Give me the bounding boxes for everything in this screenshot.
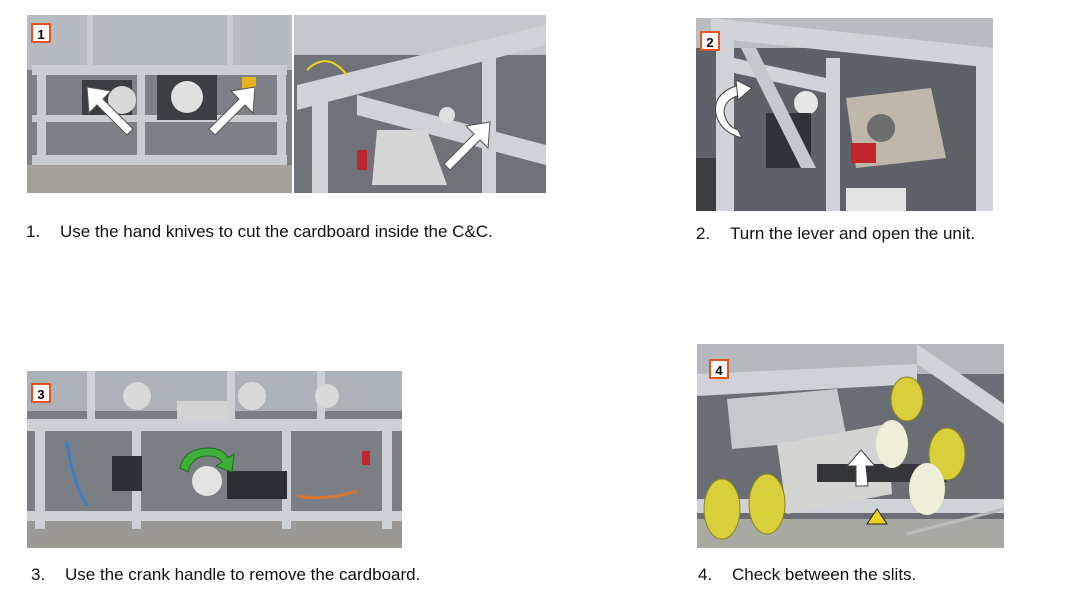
step-2-caption: 2. Turn the lever and open the unit. [696,224,975,244]
step-4-caption: 4. Check between the slits. [698,565,916,585]
step-4-badge: 4 [709,359,729,379]
step-2-text: Turn the lever and open the unit. [730,224,976,243]
step-2-badge: 2 [700,31,720,51]
step-4-list-marker: 4. [698,565,713,584]
rotate-arrow-icon [176,444,236,476]
step-1-caption: 1. Use the hand knives to cut the cardboa… [26,222,493,242]
arrow-up-left-icon [85,85,137,137]
curved-arrow-icon [708,80,752,142]
arrow-up-icon [846,448,876,488]
arrow-up-right-icon [205,85,257,137]
step-4-photo [697,344,1004,548]
step-1-text: Use the hand knives to cut the cardboard… [60,222,493,241]
step-1-list-marker: 1. [26,222,41,241]
step-3-caption: 3. Use the crank handle to remove the car… [31,565,420,585]
step-1-badge: 1 [31,23,51,43]
step-3-list-marker: 3. [31,565,46,584]
arrow-up-right-icon [440,120,492,172]
step-2-list-marker: 2. [696,224,711,243]
step-4-text: Check between the slits. [732,565,917,584]
step-3-photo [27,371,402,548]
step-2-photo [696,18,993,211]
step-3-badge: 3 [31,383,51,403]
step-3-text: Use the crank handle to remove the cardb… [65,565,421,584]
